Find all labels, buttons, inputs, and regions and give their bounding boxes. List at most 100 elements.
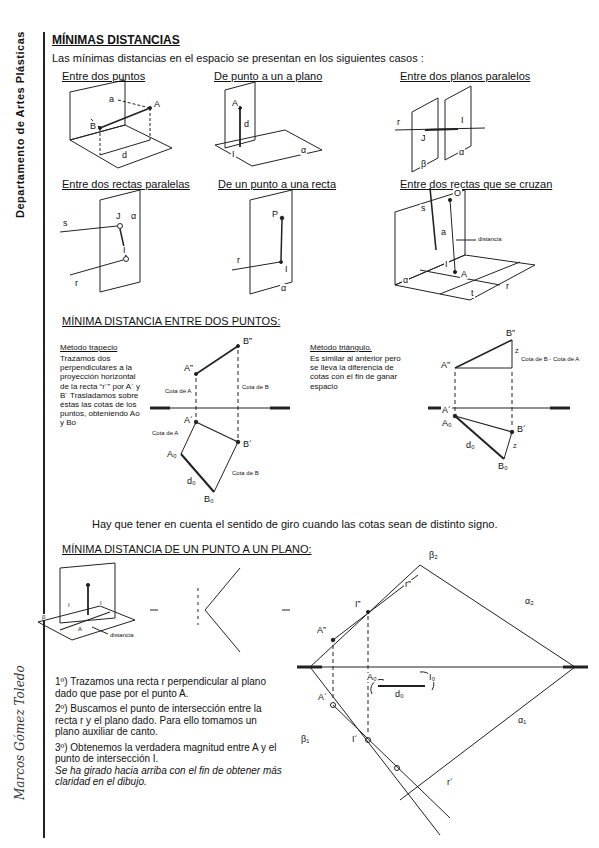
point-label: I xyxy=(444,260,449,269)
point-label: A xyxy=(460,270,468,279)
line-art xyxy=(412,98,438,172)
line-art xyxy=(281,220,282,260)
line-art xyxy=(420,270,500,285)
dimension-label: Z xyxy=(515,348,519,354)
line-art xyxy=(60,226,117,232)
line-art xyxy=(297,666,322,669)
plane-label: α xyxy=(130,212,137,221)
distance-label: distancia xyxy=(478,236,502,242)
section-heading: MÍNIMA DISTANCIA DE UN PUNTO A UN PLANO: xyxy=(62,543,312,556)
line-art xyxy=(194,420,198,424)
case-heading: Entre dos planos paralelos xyxy=(400,70,530,83)
plane-label: α xyxy=(300,146,307,155)
trace-label: β₁ xyxy=(300,735,310,744)
line-art xyxy=(395,766,400,771)
line-art xyxy=(550,407,570,410)
step-text: 3º) Obtenemos la verdadera magnitud entr… xyxy=(55,742,283,765)
point-label: A xyxy=(153,100,161,109)
point-label: I xyxy=(231,150,236,159)
line-art xyxy=(196,346,238,374)
step-note: Se ha girado hacia arriba con el fin de … xyxy=(55,765,283,788)
dimension-label: Cota de B xyxy=(232,470,259,476)
line-art xyxy=(87,585,89,615)
section-heading: MÍNIMA DISTANCIA ENTRE DOS PUNTOS: xyxy=(62,315,280,328)
line-art xyxy=(510,430,514,434)
line-art xyxy=(196,378,197,418)
line-art xyxy=(250,190,292,294)
point-label: B xyxy=(89,122,97,131)
distance-label: d₀ xyxy=(465,441,476,450)
distance-label: d₀ xyxy=(186,477,197,486)
line-art xyxy=(366,738,371,743)
method-title: Método triángulo. xyxy=(310,343,372,352)
method-title: Método trapecio xyxy=(60,343,117,352)
line-art xyxy=(195,373,198,376)
point-label: I xyxy=(460,116,465,125)
distance-label: d xyxy=(243,120,250,129)
line-label: s xyxy=(62,219,69,228)
line-art xyxy=(70,260,123,275)
line-art xyxy=(395,190,465,285)
line-art xyxy=(440,262,520,294)
line-art xyxy=(238,350,239,438)
line-art xyxy=(118,224,123,229)
line-art xyxy=(38,606,135,640)
point-label: B´ xyxy=(516,425,527,434)
line-art xyxy=(395,255,535,300)
point-label: A´ xyxy=(441,406,452,415)
line-art xyxy=(237,345,240,348)
line-art xyxy=(70,125,172,168)
plane-label: α xyxy=(458,148,465,157)
line-art xyxy=(331,638,335,642)
plane-label: β xyxy=(42,614,45,620)
method-text: Trazamos dos perpendiculares a la proyec… xyxy=(60,354,142,428)
point-label: B´ xyxy=(242,440,253,449)
line-art xyxy=(150,408,290,409)
line-art xyxy=(205,568,240,610)
line-art xyxy=(150,407,170,410)
line-art xyxy=(205,610,240,652)
point-label: B” xyxy=(505,329,516,338)
line-art xyxy=(150,610,158,611)
line-art xyxy=(92,627,108,634)
line-art xyxy=(563,666,588,669)
point-label: I xyxy=(68,602,70,608)
line-art xyxy=(378,685,425,687)
point-label: I xyxy=(284,265,289,274)
page-title: MÍNIMAS DISTANCIAS xyxy=(52,34,180,48)
line-art xyxy=(196,422,238,442)
department-name: Departamento de Artes Plásticas xyxy=(14,31,27,218)
trace-label: β₂ xyxy=(428,551,439,560)
case-heading: Entre dos rectas que se cruzan xyxy=(400,178,552,191)
distance-label: d₀ xyxy=(394,690,405,699)
line-art xyxy=(214,442,238,492)
line-art xyxy=(181,422,196,454)
line-art xyxy=(120,229,126,256)
line-art xyxy=(512,372,513,428)
line-art xyxy=(445,86,471,160)
point-label: I xyxy=(100,600,102,606)
line-art xyxy=(400,667,575,800)
point-label: A xyxy=(231,99,239,108)
point-label: A” xyxy=(183,364,194,373)
point-label: I” xyxy=(354,600,362,609)
case-heading: Entre dos rectas paralelas xyxy=(62,178,190,191)
line-art xyxy=(100,108,150,128)
point-label: B₀ xyxy=(203,495,215,504)
point-label: O xyxy=(453,189,462,198)
note: Hay que tener en cuenta el sentido de gi… xyxy=(92,518,497,531)
point-label: A” xyxy=(440,361,451,370)
line-art xyxy=(430,188,436,250)
point-label: A₀ xyxy=(366,673,378,682)
trace-label: α₂ xyxy=(524,597,535,606)
point-label: a xyxy=(108,95,115,104)
line-art xyxy=(450,200,455,270)
line-art xyxy=(310,667,440,835)
intro-text: Las mínimas distancias en el espacio se … xyxy=(52,52,424,65)
dimension-label: Cota de A xyxy=(165,388,191,394)
line-art xyxy=(100,128,101,155)
step-text: 2º) Buscamos el punto de intersección en… xyxy=(55,703,283,738)
line-art xyxy=(270,407,290,410)
point-label: B” xyxy=(242,337,253,346)
